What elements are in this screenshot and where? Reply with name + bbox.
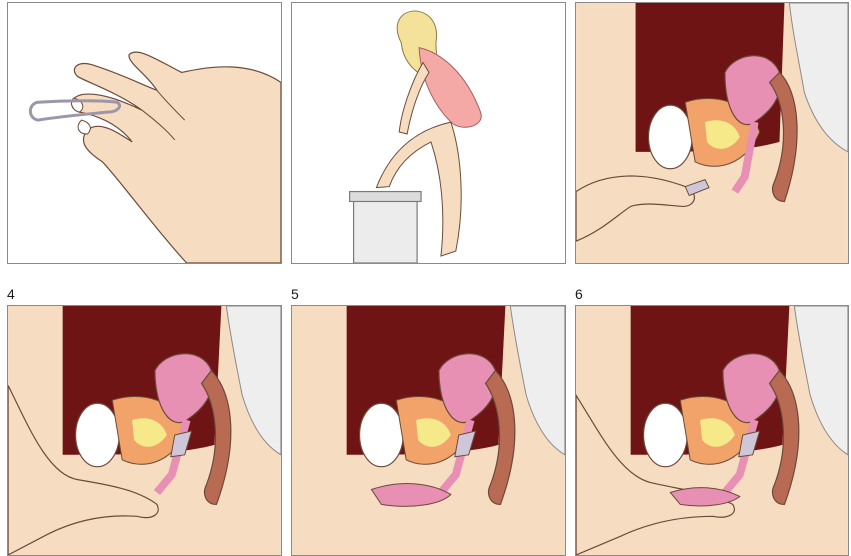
bladder [644, 403, 688, 466]
anatomy-remove-illustration [576, 306, 848, 555]
step-1-fold-cup-panel [7, 2, 282, 264]
fingernail [78, 120, 90, 134]
hand [72, 52, 281, 263]
step-6-remove-panel [575, 305, 849, 556]
step-number: 6 [575, 287, 583, 301]
anatomy-in-place-illustration [292, 306, 565, 555]
step-4-push-panel [7, 305, 282, 556]
step-stool-top [350, 192, 421, 202]
step-number: 5 [291, 287, 299, 301]
step-2-position-panel [291, 2, 566, 264]
bladder [648, 105, 692, 169]
arm [399, 63, 429, 134]
step-3-insert-panel [575, 2, 849, 264]
bladder [360, 403, 404, 466]
torso-shirt [419, 48, 481, 128]
bladder [76, 403, 120, 466]
anatomy-insert-illustration [576, 3, 848, 263]
step-5-in-place-panel [291, 305, 566, 556]
anatomy-push-illustration [8, 306, 281, 555]
step-stool [354, 198, 418, 263]
fold-cup-illustration [8, 3, 281, 263]
step-number: 4 [7, 287, 15, 301]
standing-position-illustration [292, 3, 565, 263]
